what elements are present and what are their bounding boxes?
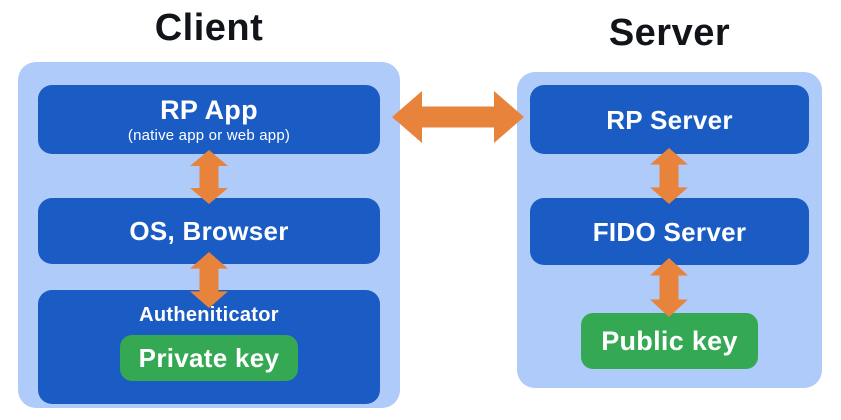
vertical-double-arrow-icon (650, 258, 688, 317)
horizontal-double-arrow-icon (392, 91, 524, 143)
vertical-double-arrow-icon (190, 252, 228, 308)
public-key-label: Public key (601, 325, 738, 356)
rp-server-box: RP Server (530, 85, 809, 154)
authenticator-box: Autheniticator Private key (38, 290, 380, 404)
private-key-label: Private key (138, 342, 280, 373)
vertical-double-arrow-icon (650, 148, 688, 204)
fido-server-label: FIDO Server (592, 216, 747, 247)
rp-server-label: RP Server (606, 104, 733, 135)
rp-app-box: RP App (native app or web app) (38, 85, 380, 154)
rp-app-sublabel: (native app or web app) (127, 126, 291, 144)
server-panel: RP Server FIDO Server Public key (517, 72, 822, 388)
fido-server-box: FIDO Server (530, 198, 809, 265)
client-section-title: Client (154, 7, 264, 49)
public-key-box: Public key (581, 313, 758, 369)
private-key-box: Private key (120, 335, 298, 381)
server-section-title: Server (608, 12, 731, 54)
authenticator-label: Autheniticator (139, 304, 279, 326)
client-panel: RP App (native app or web app) OS, Brows… (18, 62, 400, 408)
vertical-double-arrow-icon (190, 150, 228, 204)
os-browser-label: OS, Browser (129, 216, 289, 246)
rp-app-label: RP App (160, 94, 258, 125)
